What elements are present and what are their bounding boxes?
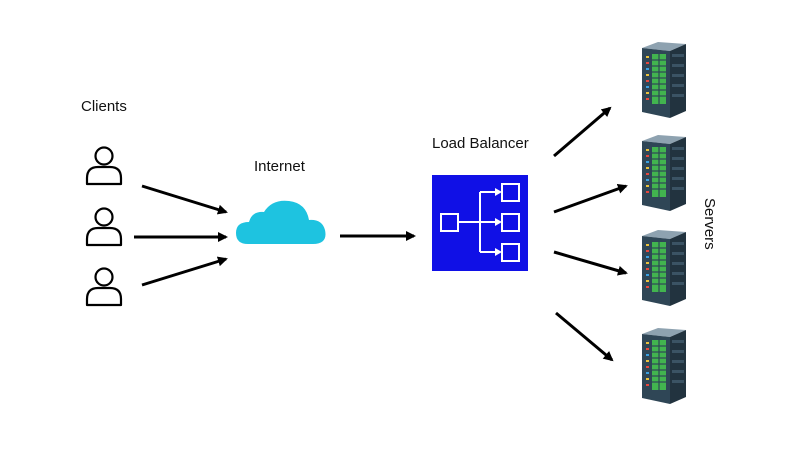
load-balancer-hierarchy-icon (432, 175, 528, 271)
client-1-icon (85, 146, 123, 186)
cloud-icon (236, 200, 326, 244)
arrow-client3-internet (141, 256, 228, 287)
arrow-loadbalancer-server4 (555, 311, 614, 362)
arrow-loadbalancer-server3 (553, 250, 628, 276)
server-1-icon (641, 41, 687, 119)
internet-label: Internet (254, 158, 305, 175)
arrow-loadbalancer-server1 (553, 106, 612, 158)
servers-label: Servers (701, 198, 718, 250)
client-3-icon (85, 267, 123, 307)
client-2-icon (85, 207, 123, 247)
server-3-icon (641, 229, 687, 307)
server-2-icon (641, 134, 687, 212)
server-4-icon (641, 327, 687, 405)
clients-label: Clients (81, 98, 127, 115)
load-balancer-label: Load Balancer (432, 135, 529, 152)
arrow-loadbalancer-server2 (553, 184, 628, 214)
arrow-client1-internet (141, 184, 228, 215)
